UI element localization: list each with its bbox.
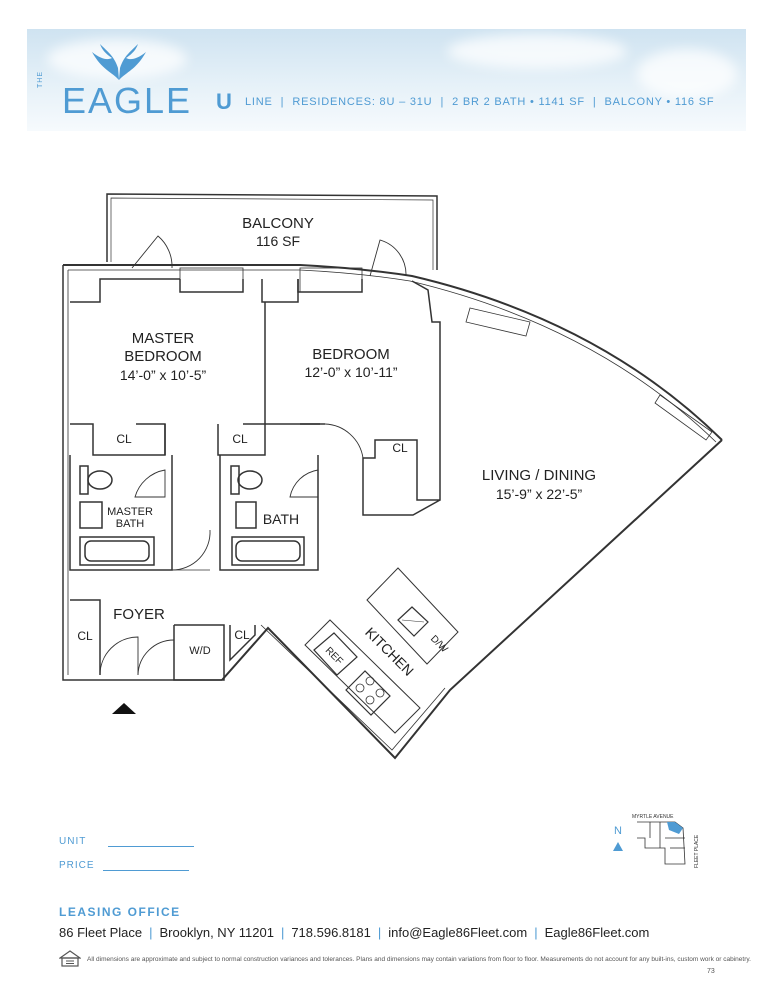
washer-dryer-label: W/D bbox=[189, 645, 210, 657]
leasing-office-title: LEASING OFFICE bbox=[59, 905, 181, 919]
foyer-label: FOYER bbox=[113, 606, 165, 623]
closet-label: CL bbox=[77, 629, 93, 643]
north-label: N bbox=[614, 825, 622, 837]
living-dining-label: LIVING / DINING bbox=[482, 467, 596, 484]
balcony-room-label: BALCONY bbox=[242, 215, 314, 232]
header-banner bbox=[27, 29, 746, 131]
master-bath-label-line1: MASTER bbox=[107, 506, 153, 518]
street-side-label: FLEET PLACE bbox=[694, 834, 700, 868]
email-link[interactable]: info@Eagle86Fleet.com bbox=[388, 925, 528, 940]
page-number: 73 bbox=[707, 968, 715, 975]
unit-label: UNIT bbox=[59, 836, 87, 847]
line-letter: U bbox=[216, 89, 232, 114]
entry-arrow-icon bbox=[112, 703, 136, 714]
unit-info: LINE|RESIDENCES: 8U – 31U|2 BR 2 BATH • … bbox=[245, 96, 715, 108]
bath-label: BATH bbox=[263, 511, 299, 527]
dishwasher-label: D/W bbox=[428, 633, 450, 655]
closet-label: CL bbox=[234, 628, 250, 642]
closet-label: CL bbox=[392, 441, 408, 455]
brand-name: EAGLE bbox=[62, 80, 193, 121]
closet-label: CL bbox=[232, 432, 248, 446]
disclaimer: All dimensions are approximate and subje… bbox=[87, 956, 751, 963]
unit-area: 1141 SF bbox=[538, 96, 585, 108]
unit-field: UNIT bbox=[59, 836, 195, 847]
street-top-label: MYRTLE AVENUE bbox=[632, 814, 674, 820]
beds-baths: 2 BR 2 BATH bbox=[452, 96, 527, 108]
city: Brooklyn, NY 11201 bbox=[159, 925, 274, 940]
balcony-label: BALCONY bbox=[604, 96, 663, 108]
closet-label: CL bbox=[116, 432, 132, 446]
north-arrow-icon bbox=[613, 842, 623, 851]
equal-housing-icon bbox=[59, 950, 81, 967]
eagle-wings-logo-icon bbox=[92, 44, 146, 80]
line-word: LINE bbox=[245, 96, 273, 108]
price-label: PRICE bbox=[59, 860, 95, 871]
bedroom-label: BEDROOM bbox=[312, 346, 390, 363]
master-bedroom-label-line1: MASTER bbox=[132, 330, 195, 347]
balcony-room-area: 116 SF bbox=[256, 233, 300, 249]
price-field: PRICE bbox=[59, 860, 189, 871]
balcony-area: 116 SF bbox=[674, 96, 715, 108]
phone[interactable]: 718.596.8181 bbox=[291, 925, 371, 940]
kitchen-label: KITCHEN bbox=[362, 624, 417, 679]
master-bedroom-label-line2: BEDROOM bbox=[124, 348, 202, 365]
living-dining-dims: 15’-9” x 22’-5” bbox=[496, 486, 583, 502]
bedroom-dims: 12’-0” x 10’-11” bbox=[304, 364, 397, 380]
address: 86 Fleet Place bbox=[59, 925, 143, 940]
residences-range: RESIDENCES: 8U – 31U bbox=[292, 96, 433, 108]
master-bath-label-line2: BATH bbox=[116, 518, 145, 530]
key-plan: N MYRTLE AVENUE FLEET PLACE bbox=[613, 814, 700, 868]
website-link[interactable]: Eagle86Fleet.com bbox=[544, 925, 650, 940]
master-bedroom-dims: 14’-0” x 10’-5” bbox=[120, 367, 207, 383]
contact-line: 86 Fleet Place|Brooklyn, NY 11201|718.59… bbox=[59, 925, 650, 940]
floor-plan: BALCONY 116 SF MASTER BEDROOM 14’-0” x 1… bbox=[62, 193, 723, 760]
